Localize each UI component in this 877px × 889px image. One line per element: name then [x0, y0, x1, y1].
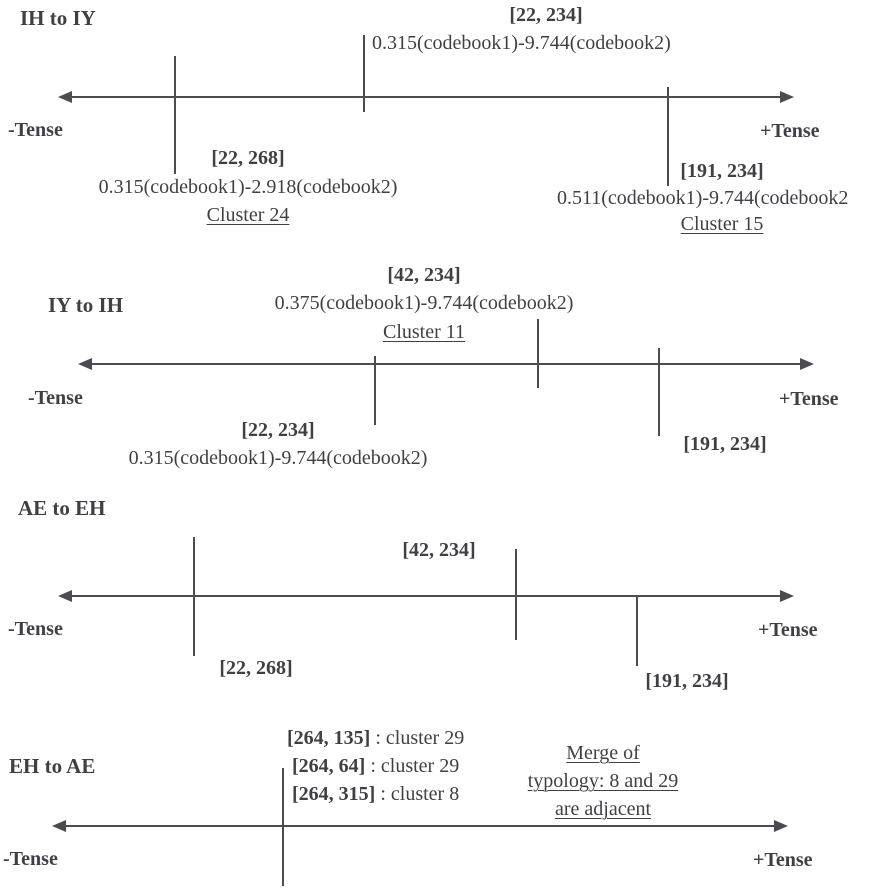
marker-coordinate: [191, 234] — [645, 670, 729, 692]
cluster-list-item: [264, 64] : cluster 29 — [292, 756, 459, 776]
cluster-coordinate: [264, 64] — [292, 755, 366, 777]
marker-coordinate: [22, 268] — [219, 657, 293, 679]
positive-pole-label: +Tense — [753, 849, 813, 871]
cluster-list-item: [264, 135] : cluster 29 — [287, 728, 464, 748]
panel-title: AE to EH — [18, 496, 106, 520]
negative-pole-label: -Tense — [8, 618, 63, 640]
marker-coordinate: [22, 234] — [509, 4, 583, 26]
marker-coordinate: [22, 234] — [241, 419, 315, 441]
marker-coordinate: [22, 268] — [211, 147, 285, 169]
panel-title: IH to IY — [20, 6, 96, 30]
panel-ae-to-eh-axis — [58, 537, 794, 666]
positive-pole-label: +Tense — [758, 619, 818, 641]
cluster-name: : cluster 29 — [370, 727, 465, 749]
panel-title: IY to IH — [48, 293, 124, 317]
marker-formula: 0.315(codebook1)-9.744(codebook2) — [372, 32, 671, 54]
marker-formula: 0.315(codebook1)-9.744(codebook2) — [128, 447, 428, 469]
cluster-coordinate: [264, 315] — [292, 783, 376, 805]
arrowhead-left — [58, 590, 72, 602]
cluster-coordinate: [264, 135] — [287, 727, 371, 749]
cluster-name: : cluster 8 — [375, 783, 460, 805]
marker-formula: 0.511(codebook1)-9.744(codebook2 — [557, 187, 849, 209]
arrowhead-left — [58, 91, 72, 103]
arrowhead-left — [78, 358, 92, 370]
panel-iy-to-ih-axis — [78, 319, 814, 436]
merge-note-line: Merge of — [566, 742, 640, 764]
panel-ih-to-iy-axis — [58, 35, 794, 186]
arrowhead-right — [800, 358, 814, 370]
marker-coordinate: [42, 234] — [402, 539, 476, 561]
arrowhead-right — [780, 590, 794, 602]
positive-pole-label: +Tense — [760, 120, 820, 142]
marker-formula: 0.375(codebook1)-9.744(codebook2) — [274, 292, 574, 314]
arrowhead-left — [52, 820, 66, 832]
merge-note-line: are adjacent — [554, 798, 652, 820]
arrowhead-right — [780, 91, 794, 103]
negative-pole-label: -Tense — [8, 119, 63, 141]
positive-pole-label: +Tense — [779, 388, 839, 410]
cluster-list-item: [264, 315] : cluster 8 — [292, 784, 459, 804]
marker-cluster-label: Cluster 11 — [382, 321, 466, 343]
marker-formula: 0.315(codebook1)-2.918(codebook2) — [98, 176, 398, 198]
marker-coordinate: [191, 234] — [680, 160, 764, 182]
marker-coordinate: [191, 234] — [683, 433, 767, 455]
panel-eh-to-ae-axis — [52, 768, 788, 886]
merge-note-line: typology: 8 and 29 — [527, 770, 679, 792]
panel-title: EH to AE — [9, 754, 96, 778]
arrowhead-right — [774, 820, 788, 832]
negative-pole-label: -Tense — [28, 387, 83, 409]
marker-cluster-label: Cluster 15 — [680, 213, 764, 235]
cluster-name: : cluster 29 — [365, 755, 460, 777]
marker-coordinate: [42, 234] — [387, 264, 461, 286]
negative-pole-label: -Tense — [3, 848, 58, 870]
marker-cluster-label: Cluster 24 — [206, 204, 290, 226]
